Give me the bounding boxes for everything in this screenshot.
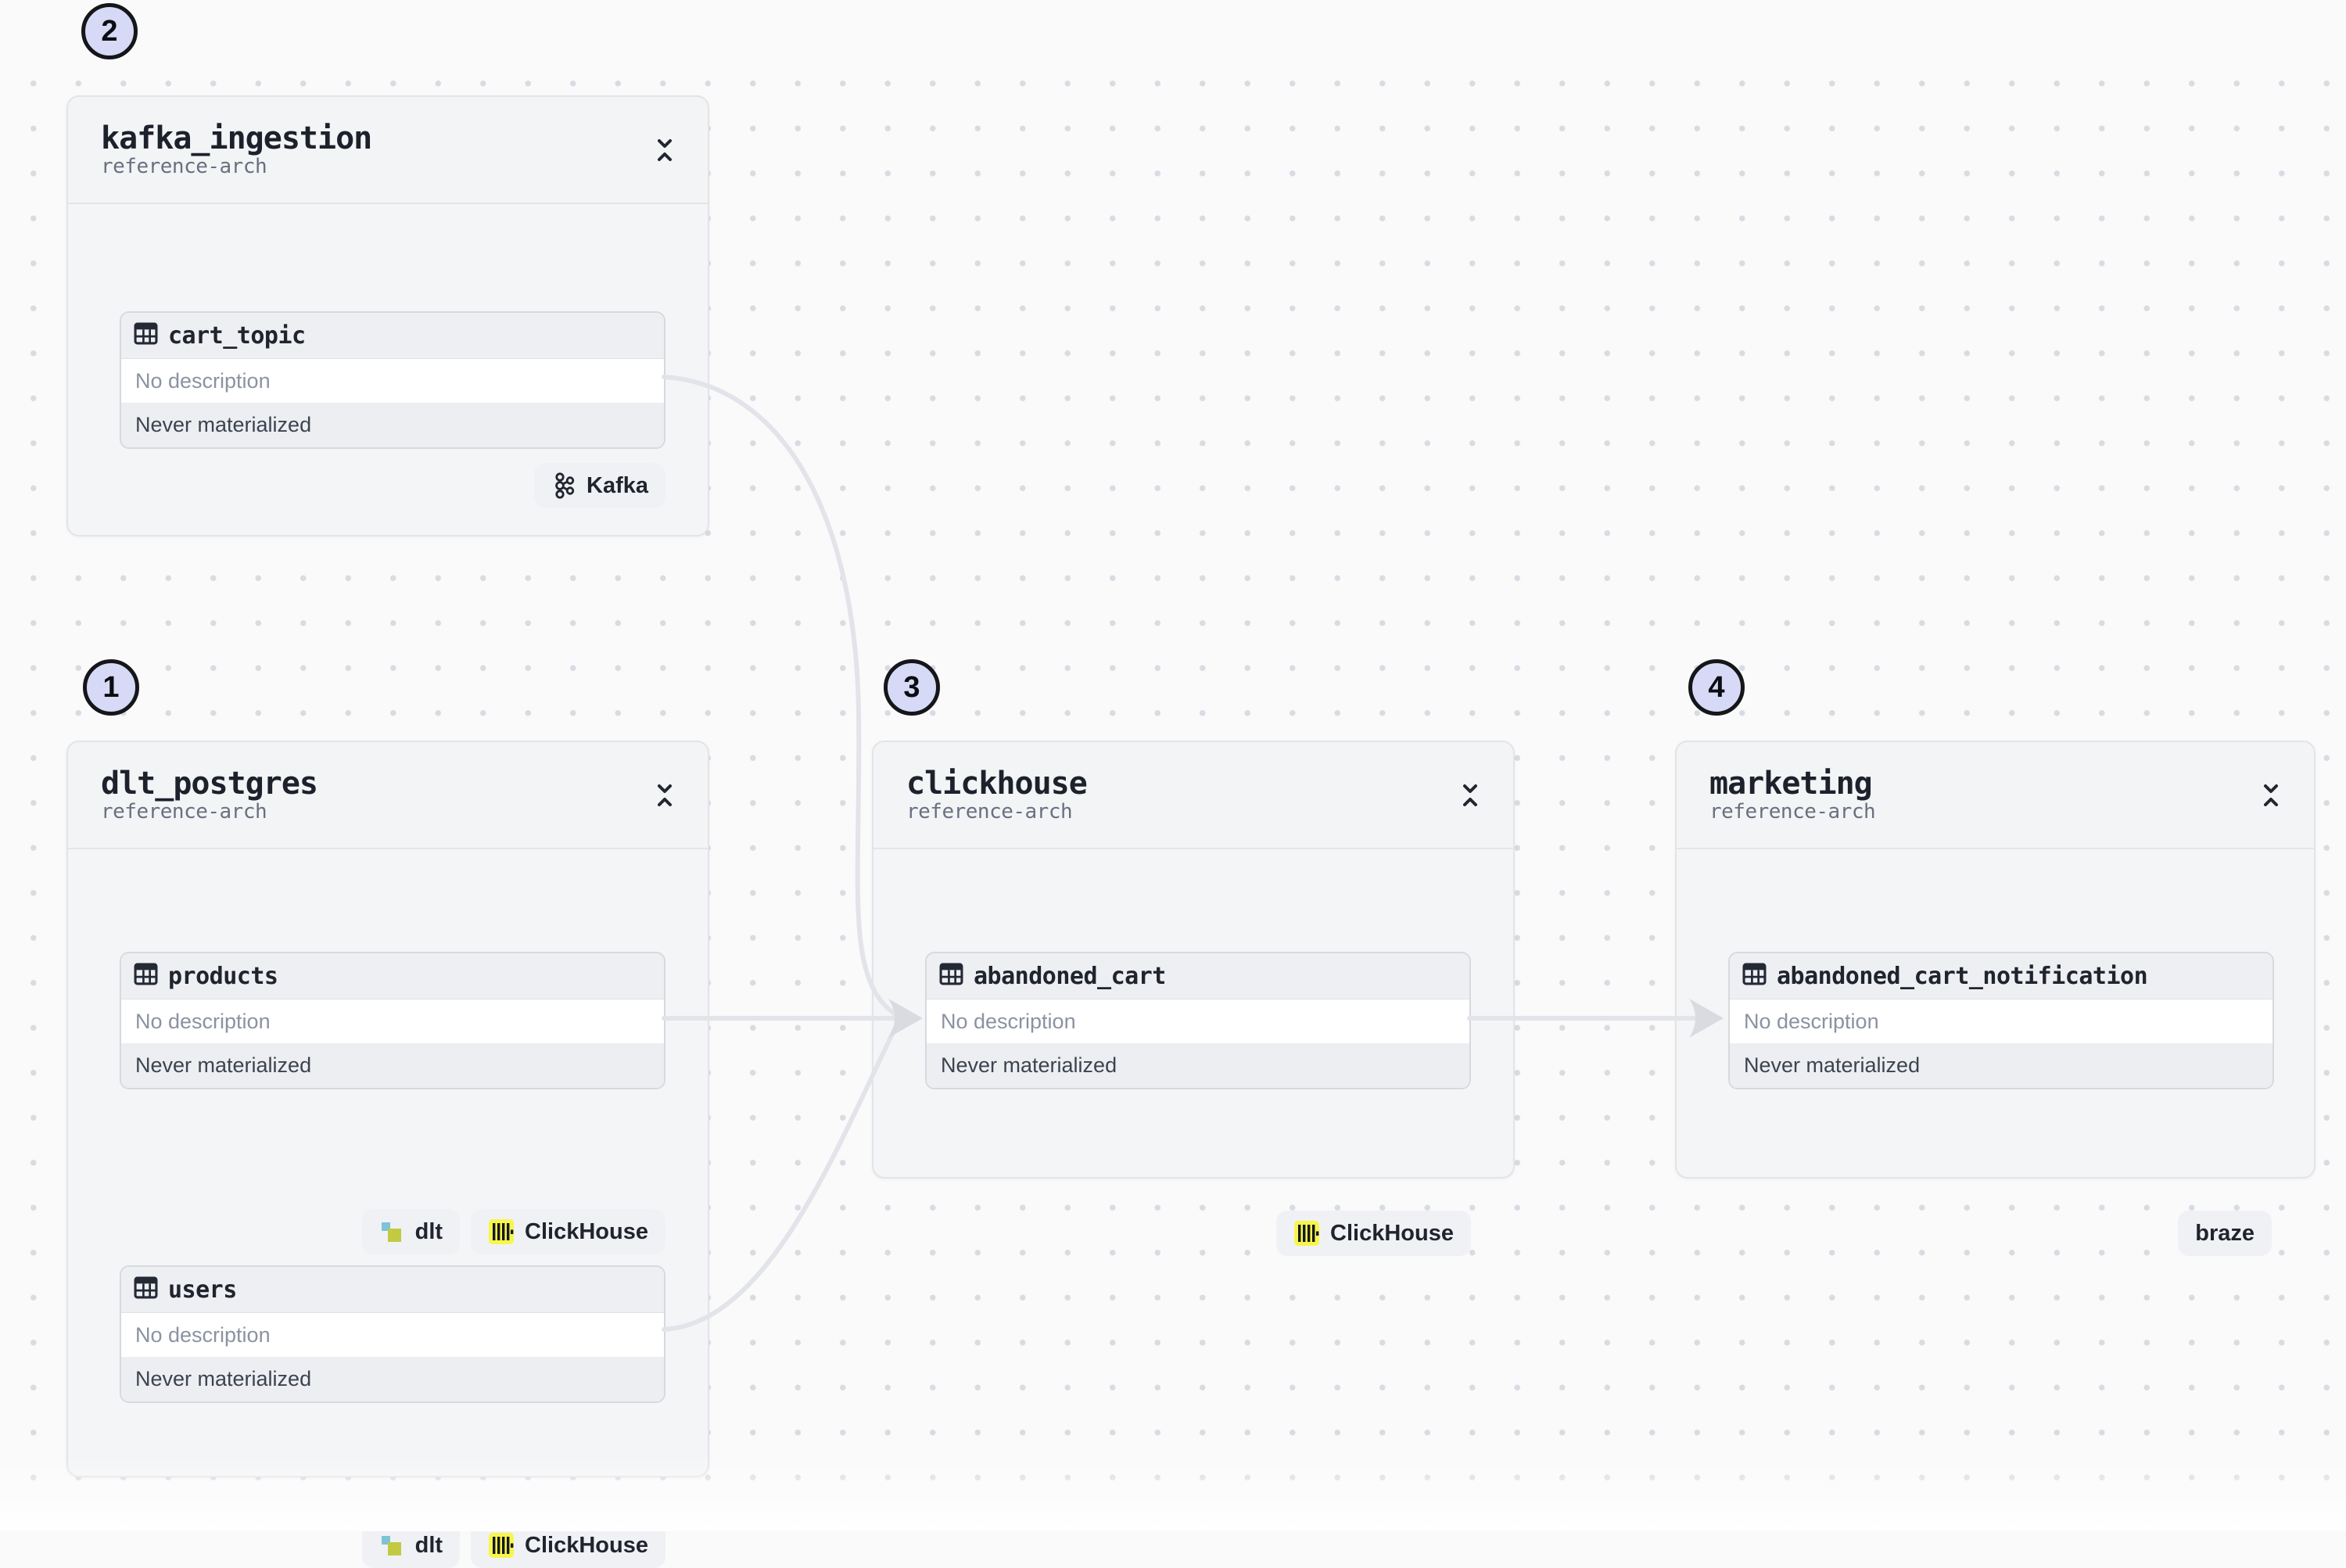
group-title: marketing: [1709, 765, 1873, 802]
group-header[interactable]: dlt_postgres reference-arch: [68, 742, 708, 849]
table-icon: [939, 962, 963, 990]
asset-card-users[interactable]: users No description Never materialized: [120, 1265, 665, 1403]
asset-status: Never materialized: [121, 1043, 664, 1088]
collapse-group-icon[interactable]: [2259, 778, 2283, 813]
asset-card-header: abandoned_cart_notification: [1730, 953, 2272, 999]
asset-tag-row: braze: [2178, 1211, 2272, 1256]
tag-label: braze: [2195, 1220, 2255, 1246]
step-badge-2: 2: [81, 3, 138, 59]
step-number: 2: [101, 14, 118, 48]
asset-name: products: [168, 962, 278, 990]
step-number: 4: [1708, 670, 1725, 704]
tag-label: ClickHouse: [1330, 1220, 1454, 1246]
asset-card-header: cart_topic: [121, 313, 664, 359]
group-title: clickhouse: [906, 765, 1088, 802]
group-subtitle: reference-arch: [1709, 799, 1876, 823]
asset-card-abandoned-cart[interactable]: abandoned_cart No description Never mate…: [925, 952, 1471, 1089]
group-header[interactable]: clickhouse reference-arch: [873, 742, 1513, 849]
tag-label: dlt: [414, 1218, 443, 1244]
asset-status: Never materialized: [1730, 1043, 2272, 1088]
collapse-group-icon[interactable]: [1458, 778, 1482, 813]
group-title: kafka_ingestion: [101, 120, 372, 156]
tag-clickhouse[interactable]: ClickHouse: [471, 1523, 665, 1568]
asset-description: No description: [121, 1313, 664, 1357]
asset-group-dlt-postgres[interactable]: dlt_postgres reference-arch: [66, 741, 709, 1568]
table-icon: [134, 1276, 158, 1304]
tag-kafka[interactable]: Kafka: [534, 463, 665, 508]
group-subtitle: reference-arch: [101, 799, 267, 823]
clickhouse-icon: [488, 1218, 515, 1245]
step-number: 1: [102, 670, 120, 704]
asset-tag-row: ClickHouse: [1276, 1211, 1471, 1256]
tag-dlt[interactable]: dlt: [361, 1209, 461, 1254]
table-icon: [134, 321, 158, 350]
table-icon: [1742, 962, 1767, 990]
step-badge-3: 3: [884, 659, 940, 716]
clickhouse-icon: [488, 1532, 515, 1559]
asset-name: abandoned_cart: [974, 962, 1166, 990]
collapse-group-icon[interactable]: [653, 133, 676, 167]
tag-braze[interactable]: braze: [2178, 1211, 2272, 1256]
step-badge-4: 4: [1688, 659, 1745, 716]
asset-description: No description: [121, 999, 664, 1043]
asset-description: No description: [927, 999, 1469, 1043]
group-subtitle: reference-arch: [906, 799, 1073, 823]
tag-label: dlt: [414, 1532, 443, 1558]
clickhouse-icon: [1293, 1220, 1320, 1247]
tag-clickhouse[interactable]: ClickHouse: [471, 1209, 665, 1254]
group-title: dlt_postgres: [101, 765, 318, 802]
asset-status: Never materialized: [927, 1043, 1469, 1088]
table-icon: [134, 962, 158, 990]
asset-card-header: abandoned_cart: [927, 953, 1469, 999]
group-header[interactable]: kafka_ingestion reference-arch: [68, 97, 708, 204]
asset-card-abandoned-cart-notification[interactable]: abandoned_cart_notification No descripti…: [1728, 952, 2274, 1089]
asset-tag-row: dlt ClickHouse: [361, 1209, 665, 1254]
group-header[interactable]: marketing reference-arch: [1677, 742, 2314, 849]
tag-dlt[interactable]: dlt: [361, 1523, 461, 1568]
asset-tag-row: dlt ClickHouse: [361, 1523, 665, 1568]
step-number: 3: [903, 670, 920, 704]
asset-description: No description: [121, 359, 664, 403]
tag-clickhouse[interactable]: ClickHouse: [1276, 1211, 1471, 1256]
asset-group-clickhouse[interactable]: clickhouse reference-arch: [872, 741, 1515, 1256]
asset-card-products[interactable]: products No description Never materializ…: [120, 952, 665, 1089]
asset-name: users: [168, 1276, 237, 1304]
asset-description: No description: [1730, 999, 2272, 1043]
asset-name: cart_topic: [168, 321, 306, 350]
asset-status: Never materialized: [121, 1357, 664, 1401]
group-subtitle: reference-arch: [101, 154, 267, 178]
asset-card-header: users: [121, 1267, 664, 1313]
asset-group-marketing[interactable]: marketing reference-arch: [1675, 741, 2316, 1256]
collapse-group-icon[interactable]: [653, 778, 676, 813]
tag-label: ClickHouse: [525, 1218, 648, 1244]
asset-card-cart-topic[interactable]: cart_topic No description Never material…: [120, 311, 665, 449]
dlt-icon: [379, 1533, 405, 1559]
kafka-icon: [551, 472, 576, 500]
asset-group-kafka-ingestion[interactable]: kafka_ingestion reference-arch: [66, 95, 709, 536]
asset-name: abandoned_cart_notification: [1777, 962, 2148, 990]
tag-label: Kafka: [586, 472, 648, 498]
step-badge-1: 1: [83, 659, 139, 716]
tag-label: ClickHouse: [525, 1532, 648, 1558]
asset-card-header: products: [121, 953, 664, 999]
dlt-icon: [379, 1219, 405, 1245]
asset-status: Never materialized: [121, 403, 664, 447]
asset-tag-row: Kafka: [534, 463, 665, 508]
